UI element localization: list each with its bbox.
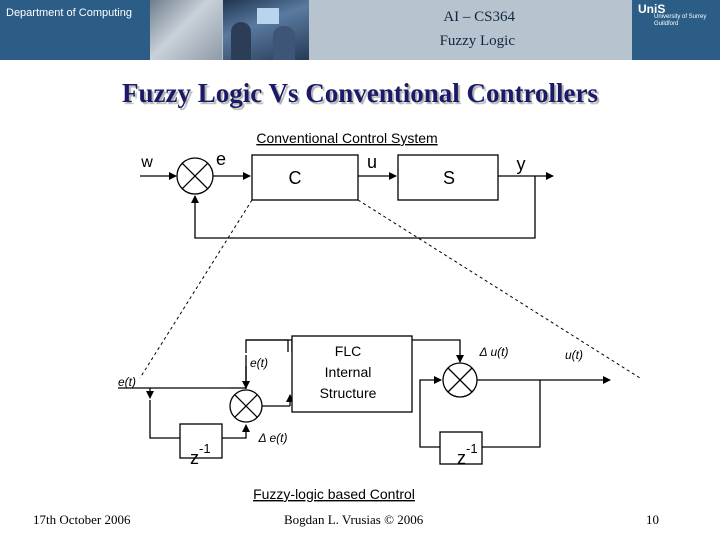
- label-S: S: [443, 168, 455, 188]
- label-delta-e: Δ e(t): [258, 431, 288, 445]
- label-u-t: u(t): [565, 348, 583, 362]
- zoom-lines: [139, 199, 641, 379]
- delay-right-z: z: [457, 448, 466, 468]
- label-y: y: [517, 154, 526, 174]
- delay-left-z: z: [190, 448, 199, 468]
- slide-title: Fuzzy Logic Vs Conventional Controllers: [122, 78, 598, 108]
- label-w: w: [140, 154, 153, 171]
- footer-page-number: 10: [646, 512, 659, 527]
- feedback-path: [191, 176, 536, 239]
- flc-line3: Structure: [320, 385, 377, 401]
- conventional-loop: [140, 154, 554, 239]
- flc-line2: Internal: [325, 364, 372, 380]
- delay-left-exp: -1: [199, 441, 211, 456]
- et-to-flc: [245, 339, 289, 353]
- course-name: Fuzzy Logic: [439, 33, 515, 49]
- course-code: AI – CS364: [443, 9, 515, 25]
- logo-text: University of Surrey Guildford: [654, 14, 706, 28]
- label-C: C: [289, 168, 302, 188]
- delay-right-exp: -1: [466, 441, 478, 456]
- logo-line2: Guildford: [654, 21, 679, 27]
- course-info: AI – CS364 Fuzzy Logic: [310, 0, 630, 60]
- label-u: u: [367, 152, 377, 172]
- top-caption: Conventional Control System: [256, 130, 437, 146]
- delay-box-right: [439, 431, 483, 465]
- footer-author: Bogdan L. Vrusias © 2006: [284, 512, 424, 527]
- label-delta-u: Δ u(t): [479, 345, 509, 359]
- logo-brand: UniS: [638, 2, 666, 16]
- logo-line1: University of Surrey: [654, 14, 707, 20]
- controller-box: [251, 154, 359, 201]
- header-photo-students: [223, 0, 309, 60]
- bottom-caption: Fuzzy-logic based Control: [253, 486, 415, 502]
- label-et-inner: e(t): [250, 356, 268, 370]
- flc-box: [291, 335, 413, 413]
- header-photo-lab: [150, 0, 222, 60]
- header-banner: Department of Computing AI – CS364 Fuzzy…: [0, 0, 720, 60]
- label-et-left: e(t): [118, 375, 136, 389]
- university-logo: UniS University of Surrey Guildford: [632, 0, 720, 60]
- fuzzy-loop: [118, 335, 611, 465]
- flc-line1: FLC: [335, 343, 361, 359]
- department-name: Department of Computing: [6, 7, 132, 19]
- diagram-labels: Conventional Control System w e C u S y …: [118, 130, 583, 502]
- label-e: e: [216, 149, 226, 169]
- delay-box-left: [179, 423, 223, 459]
- system-box: [397, 154, 499, 201]
- department-banner: Department of Computing: [0, 0, 150, 60]
- delta-u-arrow: [412, 339, 464, 363]
- footer-date: 17th October 2006: [33, 512, 131, 527]
